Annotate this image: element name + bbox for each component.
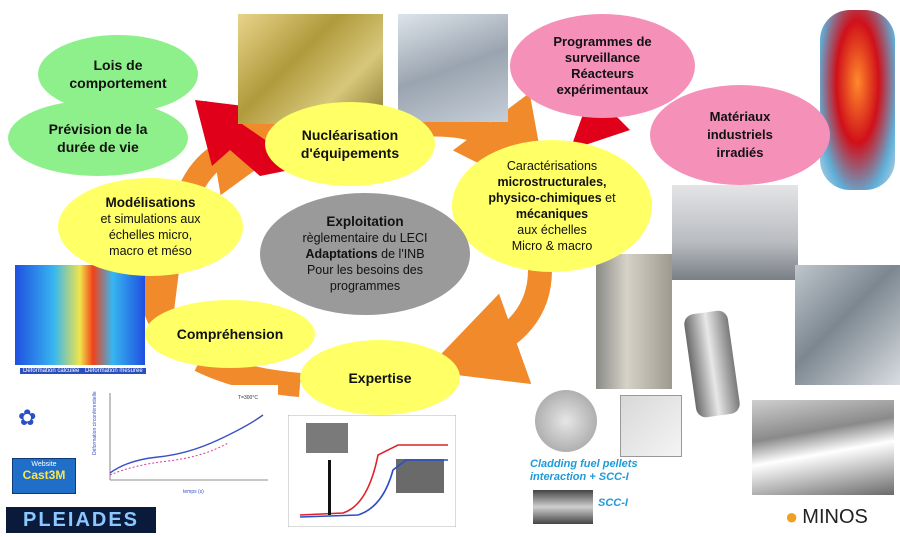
materiaux-line1: Matériaux (709, 109, 771, 124)
minos-logo-text: MINOS (802, 505, 868, 528)
programmes-line1: Programmes de (553, 34, 652, 49)
chart-ylabel: Déformation circonférentielle (92, 391, 98, 455)
chart-temp: T=300°C (238, 395, 258, 401)
center-line5: programmes (329, 279, 401, 293)
model-line3: échelles micro, (108, 228, 193, 242)
caract-line2: microstructurales, (497, 175, 607, 189)
center-line2: règlementaire du LECI (302, 231, 428, 245)
cladding-caption-line2: interaction + SCC-I (530, 471, 629, 483)
molecule-logo: ✿ (18, 405, 37, 430)
caract-line3: physico-chimiques et (488, 190, 615, 206)
cladding-caption-line1: Cladding fuel pellets (530, 458, 638, 470)
model-line1: Modélisations (105, 195, 196, 210)
center-ellipse: Exploitation règlementaire du LECI Adapt… (260, 193, 470, 315)
prevision-ellipse: Prévision de la durée de vie (8, 100, 188, 176)
minos-logo: ● MINOS (785, 502, 900, 532)
photo-samples (672, 185, 798, 280)
chart-xlabel: temps (s) (183, 489, 204, 495)
center-line4: Pour les besoins des (306, 263, 424, 277)
caract-line4: mécaniques (515, 207, 589, 221)
prevision-line1: Prévision de la (48, 121, 148, 137)
caract-line3-bold: physico-chimiques (488, 191, 602, 205)
comprehension-ellipse: Compréhension (145, 300, 315, 368)
caract-line3-rest: et (601, 191, 616, 205)
caract-line6: Micro & macro (511, 239, 593, 253)
materiaux-line2: industriels (707, 127, 773, 142)
lois-line2: comportement (69, 75, 167, 91)
strain-chart: Déformation circonférentielle temps (s) … (88, 385, 278, 500)
nuclearisation-ellipse: Nucléarisation d'équipements (265, 102, 435, 186)
center-line3-rest: de l'INB (377, 247, 425, 261)
fem-caption-left: Déformation calculée (20, 368, 83, 374)
photo-glovebox (398, 14, 508, 122)
caract-line5: aux échelles (517, 223, 587, 237)
nuclearisation-line1: Nucléarisation (301, 127, 399, 143)
programmes-line3: Réacteurs (571, 66, 634, 81)
caract-line1: Caractérisations (506, 159, 598, 173)
cast3m-logo-top: Website (31, 461, 57, 468)
prevision-line2: durée de vie (57, 139, 139, 155)
cladding-caption: Cladding fuel pellets interaction + SCC-… (530, 458, 700, 484)
lois-comportement-ellipse: Lois de comportement (38, 35, 198, 113)
minos-logo-icon: ● (785, 504, 799, 529)
modelisations-ellipse: Modélisations et simulations aux échelle… (58, 178, 243, 276)
caracterisations-ellipse: Caractérisations microstructurales, phys… (452, 140, 652, 272)
sigmoid-chart (288, 415, 456, 527)
model-line2: et simulations aux (100, 212, 201, 226)
photo-pellet (535, 390, 597, 452)
arrow-right (424, 269, 552, 385)
photo-scc-sample (533, 490, 593, 524)
model-line4: macro et méso (109, 244, 192, 258)
photo-microscope (795, 265, 900, 385)
photo-reactor (820, 10, 895, 190)
photo-crack (620, 395, 682, 457)
nuclearisation-line2: d'équipements (300, 145, 400, 161)
cast3m-logo-text: Cast3M (22, 468, 66, 482)
photo-fem-simulation (15, 265, 145, 365)
center-line3: Adaptations de l'INB (305, 246, 424, 262)
cast3m-logo: Website Cast3M (12, 458, 76, 494)
comprehension-label: Compréhension (176, 326, 284, 342)
programmes-line4: expérimentaux (556, 82, 649, 97)
expertise-label: Expertise (348, 369, 412, 386)
center-line3-bold: Adaptations (305, 247, 378, 261)
photo-tensile-machine (596, 254, 672, 389)
fem-caption-right: Déformation mesurée (82, 368, 146, 374)
materiaux-line3: irradiés (716, 145, 764, 160)
expertise-ellipse: Expertise (300, 340, 460, 415)
pleiades-logo: PLEIADES (6, 507, 156, 533)
programmes-ellipse: Programmes de surveillance Réacteurs exp… (510, 14, 695, 118)
programmes-line2: surveillance (564, 50, 641, 65)
scc-caption: SCC-I (598, 497, 628, 509)
photo-microstructure (752, 400, 894, 495)
center-line1: Exploitation (326, 214, 404, 229)
lois-line1: Lois de (93, 57, 143, 73)
materiaux-ellipse: Matériaux industriels irradiés (650, 85, 830, 185)
